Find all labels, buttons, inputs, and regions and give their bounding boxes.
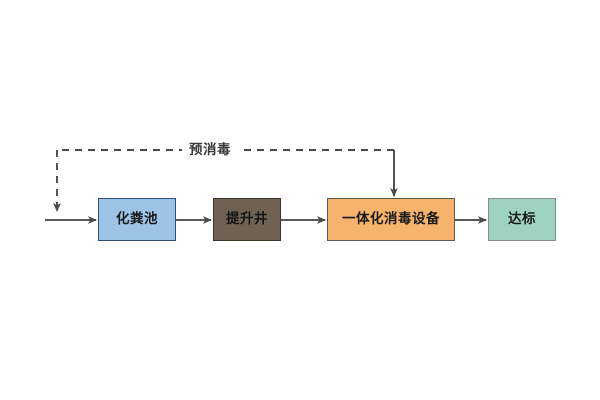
- node-integrated-disinfection-equipment-label: 一体化消毒设备: [342, 210, 440, 227]
- node-standard-compliance-label: 达标: [508, 210, 536, 227]
- node-standard-compliance[interactable]: 达标: [488, 198, 556, 241]
- loop-label-text: 预消毒: [189, 142, 231, 158]
- node-septic-tank[interactable]: 化粪池: [98, 198, 176, 241]
- node-integrated-disinfection-equipment[interactable]: 一体化消毒设备: [327, 198, 455, 241]
- node-lift-well[interactable]: 提升井: [213, 198, 281, 241]
- node-lift-well-label: 提升井: [226, 210, 268, 227]
- node-septic-tank-label: 化粪池: [116, 210, 158, 227]
- loop-label-pre-disinfection: 预消毒: [182, 142, 238, 160]
